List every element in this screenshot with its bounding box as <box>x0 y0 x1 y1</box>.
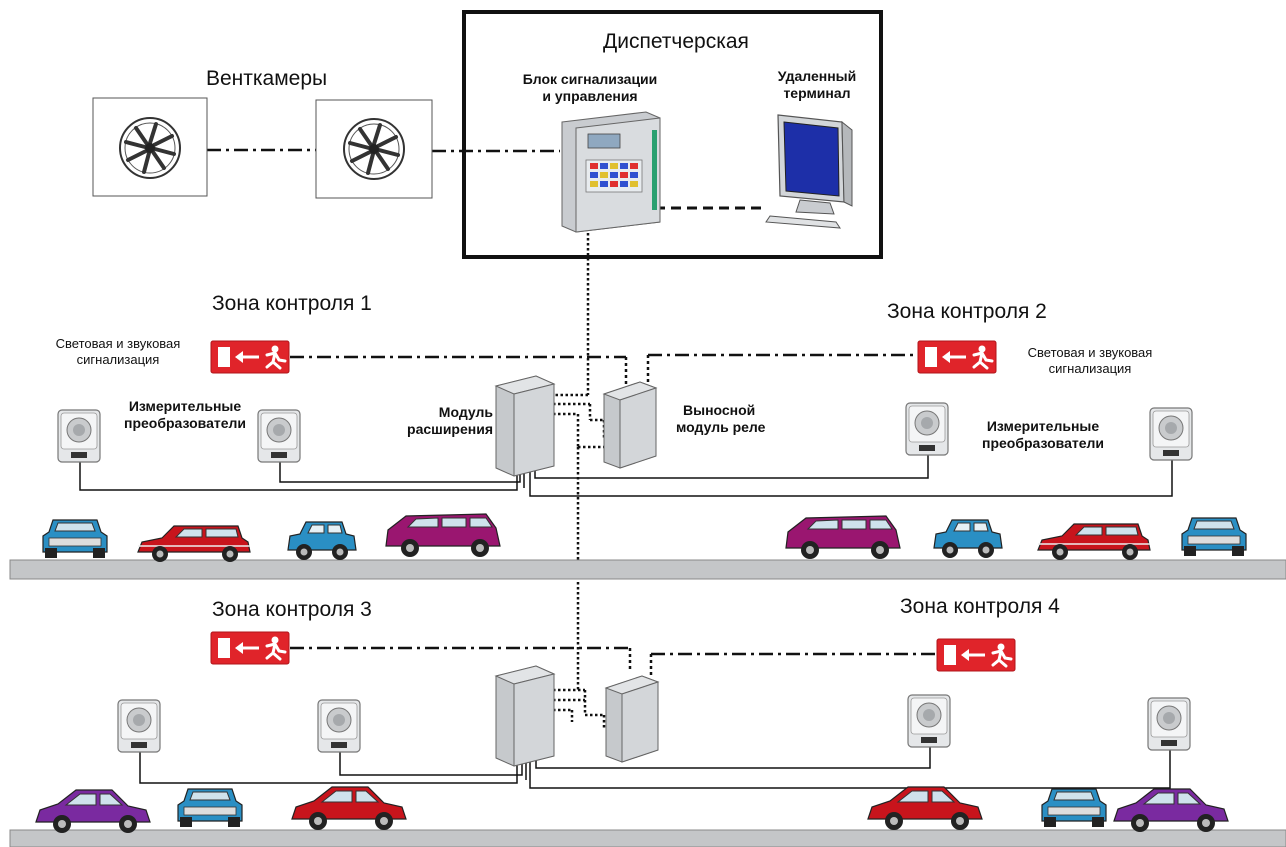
remote-terminal-label-line1: Удаленный <box>777 68 857 84</box>
gas-sensor-icon <box>907 694 951 748</box>
expansion-module-label: Модуль расширения <box>385 404 493 438</box>
alarm-unit-label: Блок сигнализации и управления <box>515 71 665 105</box>
signal-label-line1: Световая и звуковая <box>55 336 181 351</box>
exit-sign-icon <box>209 339 291 375</box>
exit-sign-icon <box>916 339 998 375</box>
car-icon <box>137 525 251 563</box>
expansion-module-label-line1: Модуль <box>438 404 493 420</box>
car-icon <box>177 788 243 828</box>
gas-sensor-icon <box>1147 697 1191 751</box>
sensors-label-left: Измерительные преобразователи <box>110 398 260 432</box>
expansion-module-lower <box>495 665 555 767</box>
alarm-unit-label-line2: и управления <box>542 88 638 104</box>
expansion-module-label-line2: расширения <box>407 421 493 437</box>
remote-terminal-label: Удаленный терминал <box>762 68 872 102</box>
signal-label-line1: Световая и звуковая <box>1027 345 1153 360</box>
sensors-label-line2: преобразователи <box>123 415 246 431</box>
ventilation-chamber-2 <box>315 99 433 199</box>
signal-label-left: Световая и звуковая сигнализация <box>38 336 198 368</box>
sensors-label-line1: Измерительные <box>986 418 1100 434</box>
control-room-title: Диспетчерская <box>603 30 749 53</box>
fan-icon <box>342 117 406 181</box>
gas-sensor-icon <box>905 402 949 456</box>
signal-label-line2: сигнализация <box>76 352 160 367</box>
relay-module-upper <box>603 381 657 469</box>
car-icon <box>287 521 357 561</box>
ventilation-label: Венткамеры <box>206 67 328 90</box>
car-icon <box>385 513 501 558</box>
car-icon <box>35 789 151 834</box>
gas-sensor-icon <box>57 409 101 463</box>
relay-module-label: Выносной модуль реле <box>676 402 765 436</box>
car-icon <box>1037 523 1151 561</box>
gas-sensor-icon <box>1149 407 1193 461</box>
car-icon <box>291 786 407 831</box>
car-icon <box>785 515 901 560</box>
parking-cars-lower <box>35 786 1229 834</box>
relay-module-lower <box>605 675 659 763</box>
car-icon <box>1041 788 1107 828</box>
zone-1-label: Зона контроля 1 <box>212 292 372 315</box>
exit-sign-icon <box>935 637 1017 673</box>
signal-label-right: Световая и звуковая сигнализация <box>1010 345 1170 377</box>
car-icon <box>42 519 108 559</box>
car-icon <box>1113 788 1229 833</box>
gas-sensor-icon <box>117 699 161 753</box>
sensors-label-line1: Измерительные <box>128 398 242 414</box>
floor-lower <box>9 829 1286 847</box>
car-icon <box>867 786 983 831</box>
control-room-frame <box>462 10 883 259</box>
relay-module-label-line1: Выносной <box>683 402 756 418</box>
alarm-control-unit <box>561 111 661 233</box>
signal-label-line2: сигнализация <box>1048 361 1132 376</box>
gas-sensor-icon <box>257 409 301 463</box>
floor-upper <box>9 559 1286 580</box>
zone-4-label: Зона контроля 4 <box>900 595 1060 618</box>
fan-icon <box>118 116 182 180</box>
car-icon <box>1181 517 1247 557</box>
relay-module-label-line2: модуль реле <box>676 419 766 435</box>
gas-sensor-icon <box>317 699 361 753</box>
sensors-label-right: Измерительные преобразователи <box>968 418 1118 452</box>
zone-2-label: Зона контроля 2 <box>887 300 1047 323</box>
car-icon <box>933 519 1003 559</box>
monitor-icon <box>765 114 853 229</box>
exit-sign-icon <box>209 630 291 666</box>
expansion-module-upper <box>495 375 555 477</box>
ventilation-chamber-1 <box>92 97 208 197</box>
alarm-unit-label-line1: Блок сигнализации <box>522 71 658 87</box>
sensors-label-line2: преобразователи <box>981 435 1104 451</box>
remote-terminal-label-line2: терминал <box>783 85 851 101</box>
zone-3-label: Зона контроля 3 <box>212 598 372 621</box>
parking-cars-upper <box>42 513 1247 563</box>
